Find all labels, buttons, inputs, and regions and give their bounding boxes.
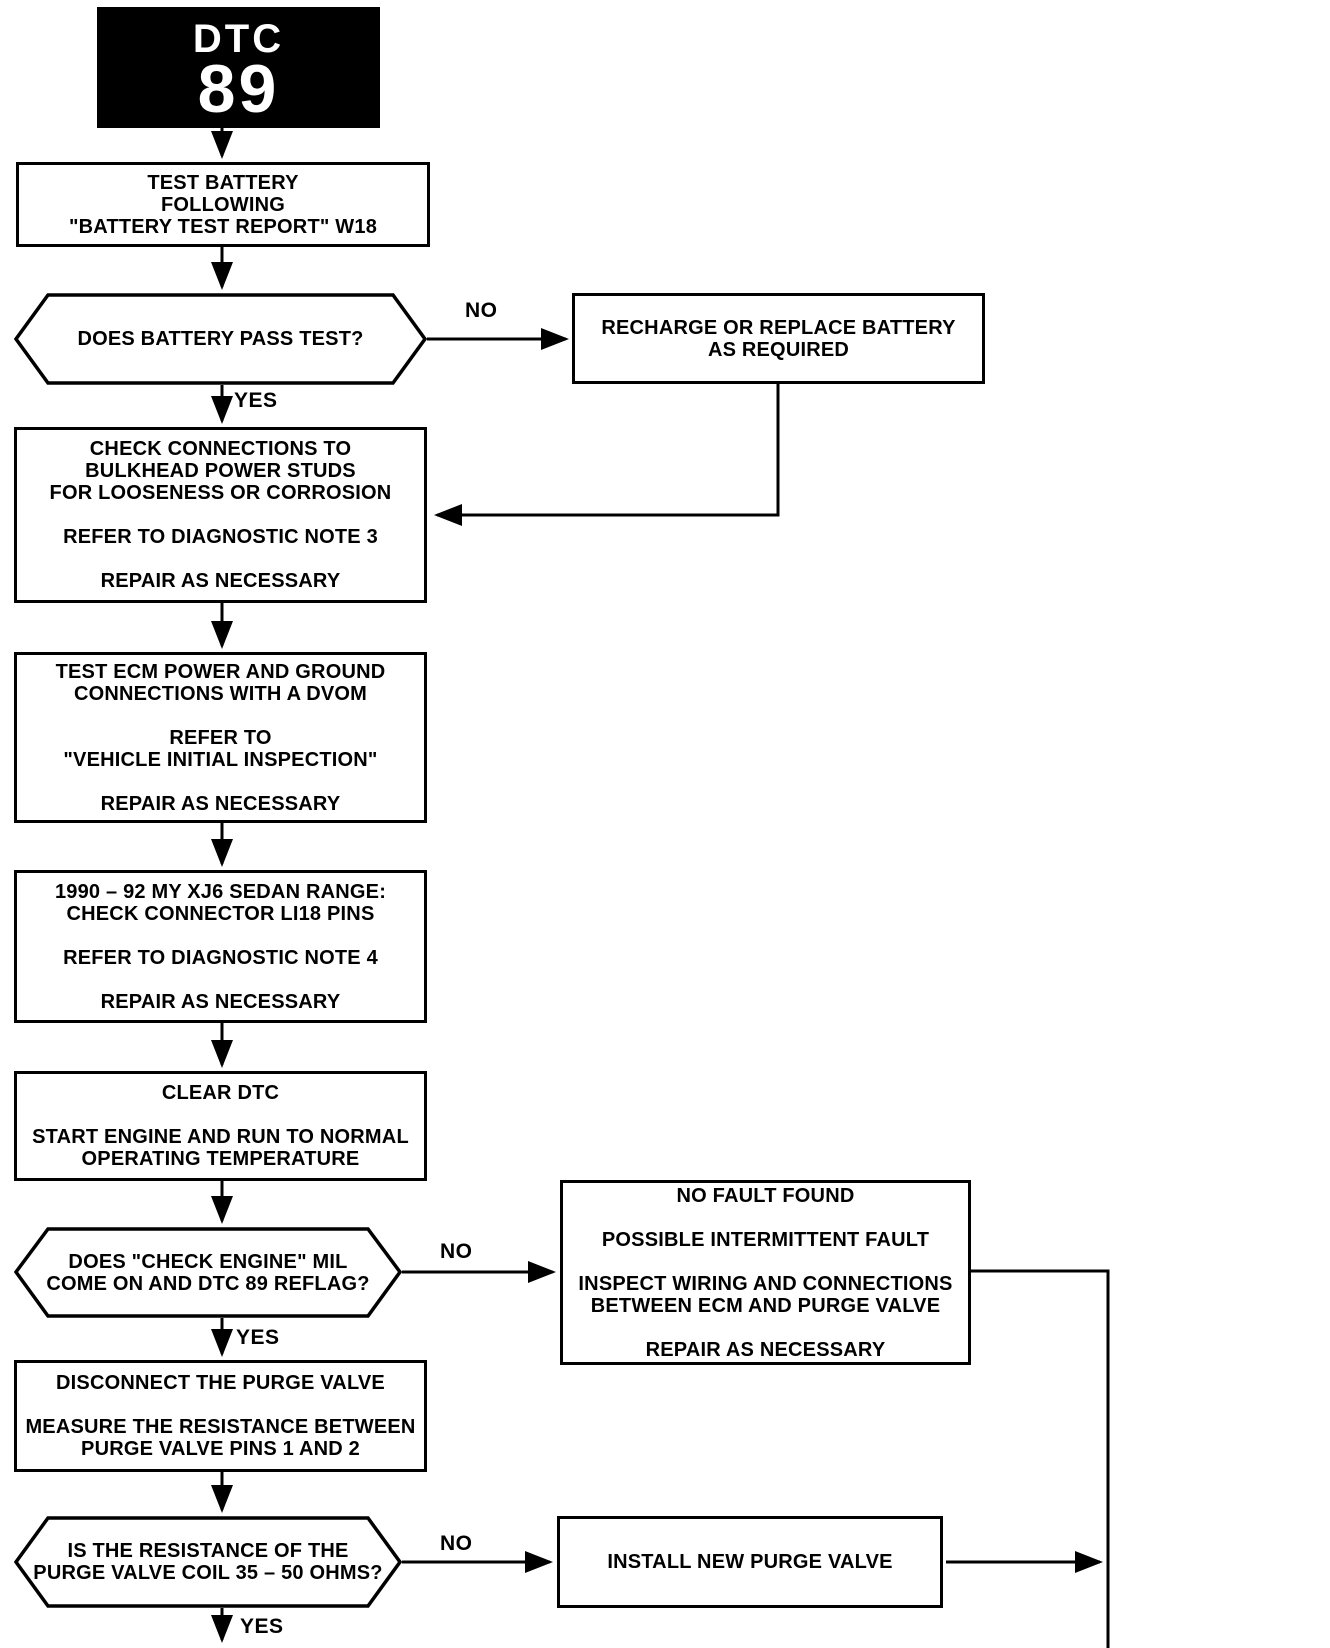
node-text-line: CONNECTIONS WITH A DVOM	[73, 682, 368, 705]
connector-recharge-to-check-connections	[434, 384, 780, 526]
branch-label-no-2: NO	[440, 1240, 473, 1263]
node-text-line: MEASURE THE RESISTANCE BETWEEN	[25, 1416, 416, 1438]
node-text-line: INSPECT WIRING AND CONNECTIONS	[578, 1272, 953, 1295]
node-text-line: REPAIR AS NECESSARY	[100, 570, 341, 592]
node-text-line: REPAIR AS NECESSARY	[100, 792, 341, 815]
node-no-fault: NO FAULT FOUND POSSIBLE INTERMITTENT FAU…	[560, 1180, 971, 1365]
node-text-line: START ENGINE AND RUN TO NORMAL	[32, 1126, 409, 1148]
connector-no-fault-exit	[971, 1269, 1110, 1648]
node-text-line: AS REQUIRED	[707, 338, 850, 361]
node-text-line: CLEAR DTC	[161, 1082, 280, 1104]
node-text-line: REFER TO DIAGNOSTIC NOTE 4	[63, 946, 378, 969]
node-text-line: TEST BATTERY	[147, 171, 299, 194]
decision-battery-pass: DOES BATTERY PASS TEST?	[14, 293, 427, 385]
node-test-ecm: TEST ECM POWER AND GROUND CONNECTIONS WI…	[14, 652, 427, 823]
node-text-line: PURGE VALVE PINS 1 AND 2	[81, 1438, 360, 1460]
branch-label-no-3: NO	[440, 1532, 473, 1555]
decision-text-line: DOES BATTERY PASS TEST?	[77, 328, 364, 350]
hexagon-outline	[14, 293, 427, 385]
node-text-line: BETWEEN ECM AND PURGE VALVE	[590, 1294, 941, 1317]
node-disconnect-purge: DISCONNECT THE PURGE VALVE MEASURE THE R…	[14, 1360, 427, 1472]
node-text-line: 1990 – 92 MY XJ6 SEDAN RANGE:	[54, 880, 387, 903]
node-text-line: OPERATING TEMPERATURE	[81, 1148, 360, 1170]
node-text-line: "VEHICLE INITIAL INSPECTION"	[63, 748, 378, 771]
dtc-header-code: 89	[197, 50, 280, 127]
node-text-line: "BATTERY TEST REPORT" W18	[68, 215, 378, 238]
dtc-header-label: DTC	[192, 16, 285, 61]
node-text-line: BULKHEAD POWER STUDS	[85, 460, 356, 482]
dtc-header-box: DTC 89	[97, 7, 380, 128]
decision-text-line: COME ON AND DTC 89 REFLAG?	[46, 1272, 370, 1295]
node-check-connections: CHECK CONNECTIONS TO BULKHEAD POWER STUD…	[14, 427, 427, 603]
branch-label-yes-1: YES	[234, 389, 278, 412]
node-text-line: REPAIR AS NECESSARY	[100, 990, 341, 1013]
node-text-line: CHECK CONNECTOR LI18 PINS	[66, 902, 375, 925]
branch-label-yes-2: YES	[236, 1326, 280, 1349]
node-text-line: REFER TO DIAGNOSTIC NOTE 3	[63, 526, 378, 548]
node-text-line: INSTALL NEW PURGE VALVE	[607, 1551, 893, 1573]
decision-mil-reflag: DOES "CHECK ENGINE" MIL COME ON AND DTC …	[14, 1227, 402, 1318]
node-text-line: FOR LOOSENESS OR CORROSION	[49, 482, 392, 504]
node-test-battery: TEST BATTERY FOLLOWING "BATTERY TEST REP…	[16, 162, 430, 247]
node-text-line: FOLLOWING	[161, 193, 285, 216]
node-text-line: RECHARGE OR REPLACE BATTERY	[601, 316, 956, 339]
node-text-line: TEST ECM POWER AND GROUND	[55, 660, 386, 683]
node-text-line: CHECK CONNECTIONS TO	[89, 438, 352, 460]
node-text-line: DISCONNECT THE PURGE VALVE	[56, 1372, 385, 1394]
decision-text-line: DOES "CHECK ENGINE" MIL	[68, 1250, 348, 1273]
branch-label-yes-3: YES	[240, 1615, 284, 1638]
node-clear-dtc: CLEAR DTC START ENGINE AND RUN TO NORMAL…	[14, 1071, 427, 1181]
node-xj6-range: 1990 – 92 MY XJ6 SEDAN RANGE: CHECK CONN…	[14, 870, 427, 1023]
node-recharge-battery: RECHARGE OR REPLACE BATTERY AS REQUIRED	[572, 293, 985, 384]
decision-text-line: PURGE VALVE COIL 35 – 50 OHMS?	[33, 1562, 383, 1584]
node-text-line: REPAIR AS NECESSARY	[645, 1338, 886, 1361]
node-text-line: POSSIBLE INTERMITTENT FAULT	[601, 1228, 930, 1251]
branch-label-no-1: NO	[465, 299, 498, 322]
decision-resistance-check: IS THE RESISTANCE OF THE PURGE VALVE COI…	[14, 1516, 402, 1608]
decision-text-line: IS THE RESISTANCE OF THE	[67, 1540, 349, 1562]
hexagon-outline	[14, 1227, 402, 1318]
hexagon-outline	[14, 1516, 402, 1608]
node-text-line: NO FAULT FOUND	[676, 1184, 855, 1207]
node-install-valve: INSTALL NEW PURGE VALVE	[557, 1516, 943, 1608]
node-text-line: REFER TO	[169, 726, 272, 749]
